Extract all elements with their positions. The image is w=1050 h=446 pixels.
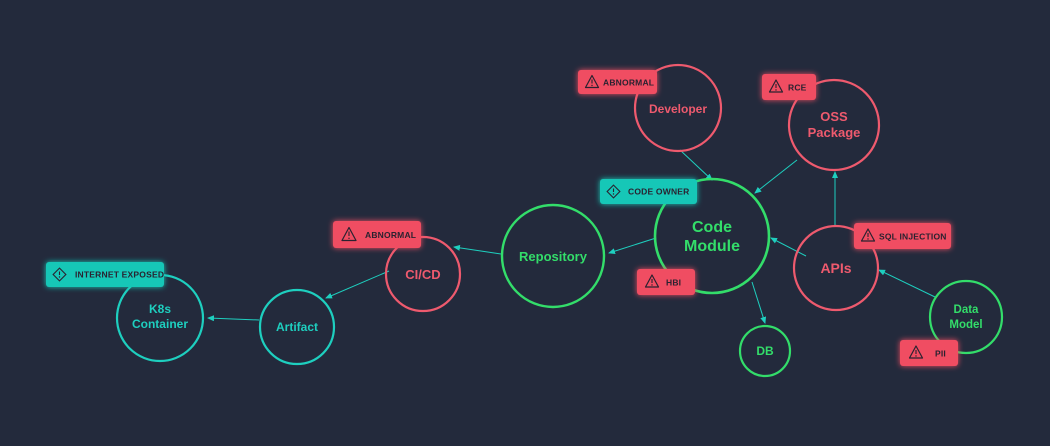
tag-code-owner-text: CODE OWNER	[628, 187, 690, 197]
tag-pii[interactable]: PII	[900, 340, 958, 366]
node-codemodule-line1: Code	[692, 219, 732, 236]
warning-triangle-icon	[341, 226, 357, 242]
warning-triangle-icon	[908, 345, 924, 359]
node-code-module[interactable]: Code Module	[653, 177, 771, 295]
node-artifact-label: Artifact	[276, 320, 318, 334]
tag-rce[interactable]: RCE	[762, 74, 816, 100]
exclamation-diamond-icon	[606, 184, 621, 199]
node-developer[interactable]: Developer	[633, 63, 723, 153]
node-k8s-line2: Container	[132, 317, 188, 331]
edges	[207, 149, 936, 324]
warning-triangle-icon	[768, 79, 784, 93]
tag-internet-exposed-text: INTERNET EXPOSED	[75, 270, 164, 280]
edge-cicd-artifact	[325, 270, 390, 299]
node-developer-label: Developer	[649, 102, 707, 116]
node-db[interactable]: DB	[738, 324, 792, 378]
tag-cicd-abnormal[interactable]: ABNORMAL	[333, 221, 421, 248]
node-repository[interactable]: Repository	[500, 203, 606, 309]
node-codemodule-line2: Module	[684, 238, 740, 255]
edge-oss-codemodule	[754, 159, 798, 194]
node-apis-label: APIs	[820, 260, 851, 276]
node-datamodel-line1: Data	[954, 304, 980, 316]
warning-triangle-icon	[584, 74, 600, 89]
edge-codemodule-repository	[608, 237, 657, 255]
node-data-model[interactable]: Data Model	[928, 279, 1004, 355]
tag-hbi[interactable]: HBI	[637, 269, 695, 295]
node-cicd-label: CI/CD	[405, 267, 440, 282]
tag-developer-abnormal[interactable]: ABNORMAL	[578, 70, 657, 94]
edge-artifact-k8s	[207, 315, 260, 322]
node-apis[interactable]: APIs	[792, 224, 880, 312]
edge-apis-codemodule	[770, 237, 807, 257]
warning-triangle-icon	[860, 228, 876, 242]
warning-triangle-icon	[644, 274, 660, 288]
edge-repository-cicd	[453, 244, 502, 255]
exclamation-diamond-icon	[52, 267, 67, 282]
node-oss-package[interactable]: OSS Package	[787, 78, 881, 172]
tag-pii-text: PII	[935, 349, 946, 359]
node-artifact[interactable]: Artifact	[258, 288, 336, 366]
tag-cicd-abnormal-text: ABNORMAL	[365, 230, 416, 240]
tag-internet-exposed[interactable]: INTERNET EXPOSED	[46, 262, 164, 287]
node-oss-line2: Package	[808, 125, 861, 140]
edge-codemodule-db	[751, 281, 767, 324]
tag-sql-injection[interactable]: SQL INJECTION	[854, 223, 951, 249]
tag-sql-injection-text: SQL INJECTION	[879, 232, 947, 242]
node-oss-line1: OSS	[820, 109, 848, 124]
node-datamodel-line2: Model	[949, 319, 982, 331]
tag-hbi-text: HBI	[666, 278, 681, 288]
tag-code-owner[interactable]: CODE OWNER	[600, 179, 697, 204]
node-repository-label: Repository	[519, 249, 588, 264]
tag-rce-text: RCE	[788, 83, 807, 93]
edge-datamodel-apis	[878, 269, 936, 298]
node-db-label: DB	[756, 344, 774, 358]
edge-developer-codemodule	[679, 149, 713, 181]
node-k8s-container[interactable]: K8s Container	[115, 273, 205, 363]
tag-developer-abnormal-text: ABNORMAL	[603, 78, 654, 88]
node-cicd[interactable]: CI/CD	[384, 235, 462, 313]
node-k8s-line1: K8s	[149, 302, 171, 316]
